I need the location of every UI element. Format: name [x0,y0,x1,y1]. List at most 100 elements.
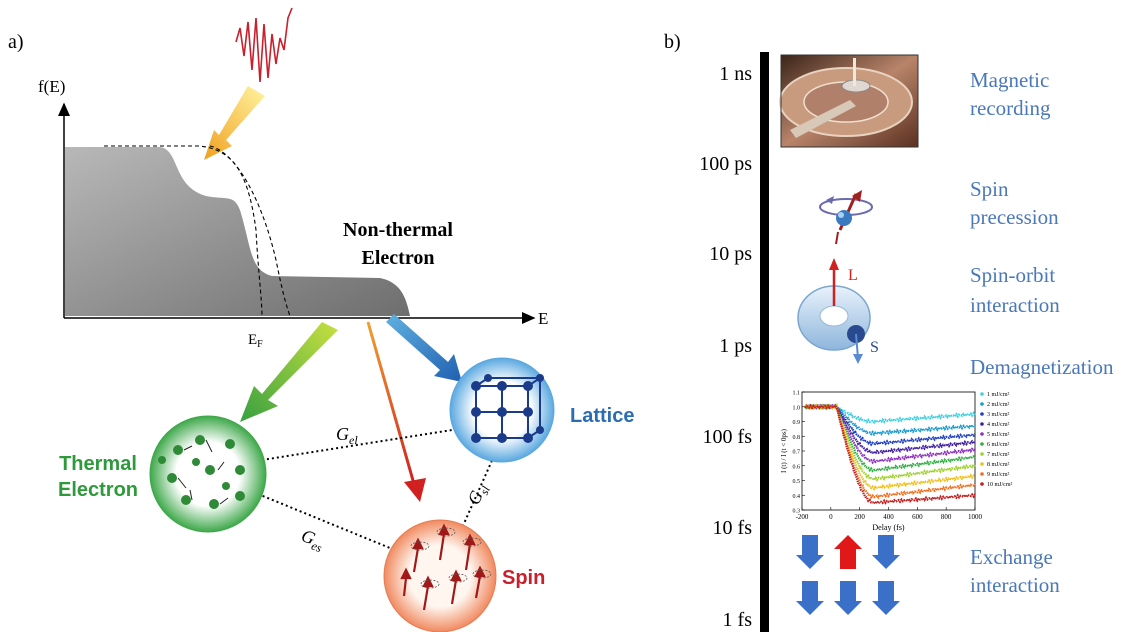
spin-orbit-icon [797,258,871,364]
laser-pulse-icon [235,7,293,83]
process-label: Demagnetization [970,355,1114,379]
coupling-el-label: Gel [336,424,358,447]
thermal-label-line2: Electron [58,479,138,501]
timeline-bar [760,52,769,632]
thermal-label-line1: Thermal [59,453,137,475]
y-tick-label: 1.0 [793,405,801,411]
spin-up-arrow-icon [834,535,862,569]
spin-label: Spin [502,567,545,589]
electron-dots [158,435,245,509]
timescale-label: 1 ps [719,335,752,357]
nonthermal-distribution [65,147,410,316]
legend-marker [980,472,984,476]
legend-entry: 1 mJ/cm² [987,392,1009,398]
panel-a-label: a) [8,31,24,53]
y-tick-label: 0.9 [793,420,801,426]
demag-series-line [804,403,976,506]
hard-disk-photo [779,54,919,148]
spin-down-arrow-icon [872,535,900,569]
legend-entry: 4 mJ/cm² [987,422,1009,428]
timescale-label: 100 ps [699,153,752,175]
x-tick-label: 600 [912,513,923,521]
fermi-level-label: EF [248,332,263,350]
legend-entry: 8 mJ/cm² [987,462,1009,468]
legend-marker [980,402,984,406]
spin-down-arrow-icon [796,535,824,569]
lattice-bath [449,357,555,463]
legend-entry: 9 mJ/cm² [987,472,1009,478]
legend-marker [980,412,984,416]
process-label: interaction [970,293,1060,317]
coupling-sl-label: Gsl [463,480,493,509]
green-arrow-icon [240,322,338,422]
y-tick-label: 1.1 [793,391,801,397]
plot-ylabel: I (t) / I (t < 0ps) [780,428,788,473]
timescale-labels: 1 ns 100 ps 10 ps 1 ps 100 fs 10 fs 1 fs [699,63,752,631]
spin-down-arrow-icon [834,581,862,615]
spin-precession-icon [819,190,873,245]
legend-entry: 6 mJ/cm² [987,442,1009,448]
orbital-L-label: L [848,267,858,284]
legend-entry: 3 mJ/cm² [987,412,1009,418]
y-tick-label: 0.7 [793,450,801,456]
x-tick-label: 800 [941,513,952,521]
y-tick-label: 0.5 [793,479,801,485]
y-tick-label: 0.6 [793,464,801,470]
hot-fermi-curve [209,145,291,317]
plot-xlabel: Delay (fs) [872,523,905,532]
x-tick-label: -200 [796,513,809,521]
nonthermal-label-line1: Non-thermal [343,219,453,241]
spin-down-arrow-icon [872,581,900,615]
legend-entry: 7 mJ/cm² [987,452,1009,458]
spin-down-arrow-icon [796,581,824,615]
coupling-line-sl [461,455,495,529]
exchange-arrows [796,535,900,615]
legend-entry: 5 mJ/cm² [987,432,1009,438]
legend-marker [980,392,984,396]
legend-marker [980,432,984,436]
spin-S-label: S [870,339,879,356]
legend-entry: 2 mJ/cm² [987,402,1009,408]
demag-series-line [804,403,976,456]
timescale-label: 10 fs [713,517,753,539]
legend-entry: 10 mJ/cm² [987,482,1012,488]
spin-bath [383,519,497,632]
process-label: Magnetic [970,68,1049,92]
legend-marker [980,482,984,486]
coupling-line-el [261,429,453,461]
process-label: interaction [970,573,1060,597]
legend-marker [980,462,984,466]
timescale-label: 1 ns [719,63,752,85]
process-label: Spin [970,177,1009,201]
thermal-electron-bath [149,415,267,533]
coupling-line-es [257,493,391,549]
y-tick-label: 0.8 [793,435,801,441]
timescale-label: 100 fs [703,426,753,448]
process-label: precession [970,205,1059,229]
lattice-label: Lattice [570,405,634,427]
process-label: recording [970,96,1051,120]
legend-marker [980,422,984,426]
x-tick-label: 400 [883,513,894,521]
y-axis-label: f(E) [38,77,65,96]
coupling-es-label: Ges [297,525,327,555]
legend-marker [980,452,984,456]
x-tick-label: 200 [854,513,865,521]
orange-red-arrow-icon [366,321,426,502]
x-axis-label: E [538,309,548,328]
nonthermal-label-line2: Electron [362,247,435,269]
blue-arrow-icon [386,314,462,382]
panel-b-label: b) [664,31,681,53]
process-label: Exchange [970,545,1053,569]
legend-marker [980,442,984,446]
fermi-dirac-curve [104,145,263,317]
timescale-label: 1 fs [723,609,753,631]
x-tick-label: 1000 [968,513,983,521]
y-tick-label: 0.4 [793,494,801,500]
timescale-label: 10 ps [709,243,752,265]
process-label: Spin-orbit [970,263,1055,287]
y-tick-label: 0.3 [793,509,801,515]
